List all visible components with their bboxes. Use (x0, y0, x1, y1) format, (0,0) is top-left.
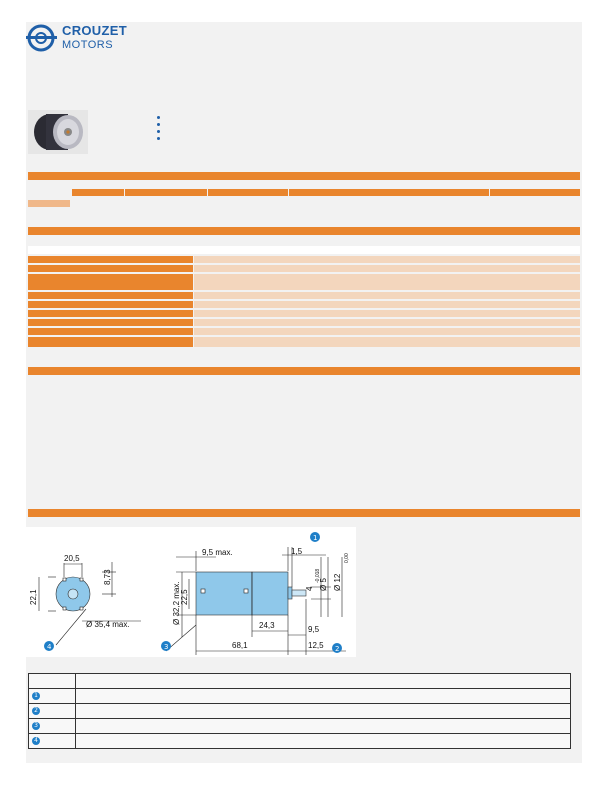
legend-row: 2 (28, 703, 571, 719)
legend-header-row (28, 673, 571, 689)
spec-label-cell (28, 337, 193, 347)
side-boss-tolerance-label: 0,00 (344, 553, 350, 563)
legend-marker-2: 2 (32, 707, 40, 715)
spec-value-cell (194, 292, 580, 299)
table-header-cell (125, 189, 207, 196)
side-body-diameter-label: Ø 32,2 max. (172, 581, 181, 625)
motor-photo (28, 110, 88, 154)
marker-4-label: 4 (47, 643, 52, 651)
side-inner-label: 22,5 (180, 589, 189, 605)
side-offset-label: 9,5 max. (202, 548, 233, 557)
bullet-dot (157, 123, 160, 126)
legend-row: 3 (28, 718, 571, 734)
legend-row: 1 (28, 688, 571, 704)
marker-2-label: 2 (335, 645, 339, 653)
legend-marker-3: 3 (32, 722, 40, 730)
table-header-cell (208, 189, 288, 196)
front-diameter-label: Ø 35,4 max. (86, 620, 130, 629)
side-total-label: 68,1 (232, 641, 248, 650)
spec-value-cell (194, 274, 580, 290)
side-view (165, 547, 346, 655)
marker-3-circle (161, 641, 171, 651)
marker-2-circle (332, 643, 342, 653)
section-header-bar-3 (28, 367, 580, 375)
spec-value-cell (194, 256, 580, 263)
table-header-cell (72, 189, 124, 196)
side-mid-label: 24,3 (259, 621, 275, 630)
spec-label-cell (28, 292, 193, 299)
marker-1-label: 1 (313, 534, 317, 542)
marker-3-label: 3 (164, 643, 168, 651)
front-offset-label: 8,73 (103, 569, 112, 585)
spec-label-cell (28, 319, 193, 326)
spec-value-cell (194, 337, 580, 347)
section-header-bar-4 (28, 509, 580, 517)
spec-value-cell (194, 310, 580, 317)
side-boss-diameter-label: Ø 12 (333, 573, 342, 591)
crouzet-logo: CROUZET MOTORS (26, 22, 136, 56)
front-view (38, 562, 141, 646)
front-height-label: 22,1 (29, 589, 38, 605)
section-subheader-strip (28, 246, 580, 254)
logo-brand-subline: MOTORS (62, 39, 114, 51)
bullet-dot (157, 130, 160, 133)
spec-label-cell (28, 328, 193, 335)
marker-1-circle (310, 532, 320, 542)
spec-label-cell (28, 256, 193, 263)
bullet-dot (157, 116, 160, 119)
section-header-bar-2 (28, 227, 580, 235)
table-header-cell (289, 189, 489, 196)
crouzet-logo-icon (26, 24, 57, 52)
side-tip-label: 12,5 (308, 641, 324, 650)
spec-label-cell (28, 310, 193, 317)
table-header-cell (490, 189, 580, 196)
spec-label-cell (28, 301, 193, 308)
bullet-dot (157, 137, 160, 140)
side-flat-label: 4 (305, 586, 314, 591)
side-shaft-length-label: 9,5 (308, 625, 320, 634)
section-header-bar-1 (28, 172, 580, 180)
spec-value-cell (194, 319, 580, 326)
logo-brand-name: CROUZET (62, 23, 127, 38)
spec-label-cell (28, 274, 193, 290)
spec-value-cell (194, 328, 580, 335)
front-width-label: 20,5 (64, 554, 80, 563)
legend-marker-1: 1 (32, 692, 40, 700)
side-shaft-tolerance-label: -0,018 (315, 569, 321, 583)
dimension-drawing: 20,5 8,73 22,1 Ø 35,4 max. 4 (26, 527, 356, 657)
table-row-label-cell (28, 200, 70, 207)
spec-label-cell (28, 265, 193, 272)
side-shaft-diameter-label: Ø 5 (319, 578, 328, 591)
side-flange-label: 1,5 (291, 547, 303, 556)
document-page: CROUZET MOTORS (26, 22, 582, 763)
spec-value-cell (194, 265, 580, 272)
legend-table: 1 2 3 4 (28, 673, 571, 749)
legend-marker-4: 4 (32, 737, 40, 745)
legend-row: 4 (28, 733, 571, 749)
spec-value-cell (194, 301, 580, 308)
marker-4-circle (44, 641, 54, 651)
